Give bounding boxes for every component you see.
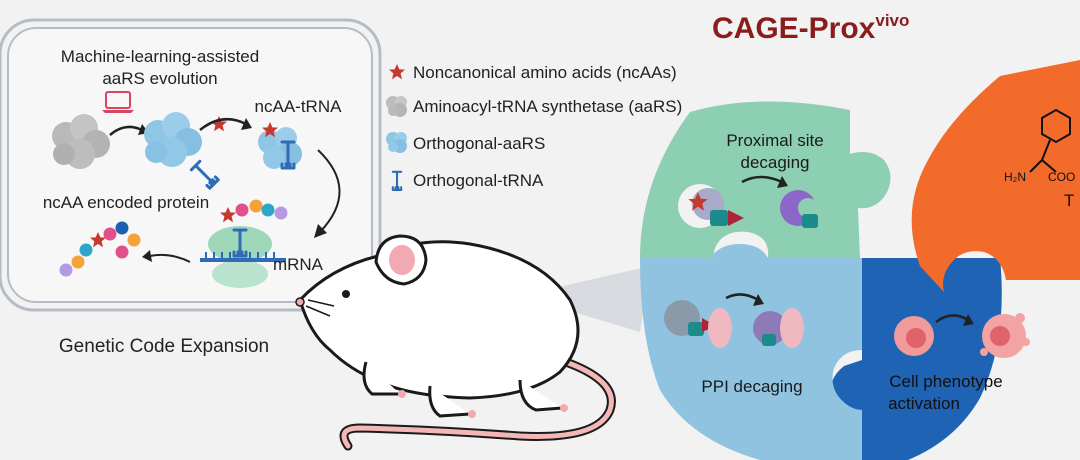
gce-heading-line2: aaRS evolution [102,69,217,88]
darkblue-piece-label-line2: activation [888,394,960,413]
nascent-chain [220,199,288,223]
caged-protein-icon [678,184,744,228]
mouse-eye [342,290,350,298]
legend-blue-cloud-icon [386,132,407,153]
orange-nh2-label: H₂N [1004,170,1026,184]
gce-panel: Machine-learning-assisted aaRS evolution [0,18,382,357]
mouse-whiskers [305,299,335,317]
title-superscript: vivo [875,11,909,30]
puzzle-piece-orange [911,60,1080,292]
legend-trna-icon [391,170,403,192]
ncaa-trna-complex [258,122,302,170]
protein-label: ncAA encoded protein [43,193,209,212]
arrow-ppi-decaging [725,293,759,302]
page-title: CAGE-Proxvivo [712,11,909,45]
arrow-release [149,253,191,263]
gce-panel-inner-border [7,27,373,303]
mrna-label: mRNA [273,255,324,274]
puzzle-piece-cell-phenotype [830,258,1002,460]
ncaa-encoded-protein-chain [59,221,141,277]
decaged-protein-icon [780,190,818,228]
orange-cooh-label: COO [1048,170,1075,184]
legend-label-orthogonal-aars: Orthogonal-aaRS [413,134,545,153]
gce-heading-line1: Machine-learning-assisted [61,47,259,66]
grey-aars-cloud [52,114,110,169]
lightblue-piece-label: PPI decaging [701,377,802,396]
mouse-illustration [295,234,616,451]
legend-grey-cloud-icon [386,96,407,117]
puzzle-piece-proximal-site [640,101,891,258]
laptop-icon [102,91,134,113]
legend-label-ncaa: Noncanonical amino acids (ncAAs) [413,63,677,82]
ribosome-mrna [200,226,286,288]
orange-t-label: T [1064,191,1074,210]
amino-acid-structure-icon [1029,108,1071,173]
legend-label-orthogonal-trna: Orthogonal-tRNA [413,171,544,190]
ncaa-trna-label: ncAA-tRNA [255,97,343,116]
legend-label-aars: Aminoacyl-tRNA synthetase (aaRS) [413,97,682,116]
mouse-nose [295,297,305,307]
green-piece-label-line1: Proximal site [726,131,823,150]
legend: Noncanonical amino acids (ncAAs) Aminoac… [386,63,682,192]
arrow-green-decaging [741,175,783,184]
gce-panel-outer-border [0,18,382,312]
green-piece-label-line2: decaging [740,153,809,172]
arrow-evolution [109,125,143,136]
darkblue-piece-label-line1: Cell phenotype [889,372,1002,391]
puzzle-piece-ppi [640,244,862,460]
zoom-wedge [520,266,650,332]
mouse-paws [398,390,568,418]
arrow-charging [199,117,247,131]
resting-cell-icon [894,316,934,356]
ppi-complex-icon [753,308,804,348]
activated-cell-icon [980,313,1030,358]
ppi-partner-icon [708,308,732,348]
legend-star-icon [389,64,405,80]
orthogonal-aars-cloud [144,112,202,167]
puzzle: Proximal site decaging [520,60,1080,460]
arrow-cell-activation [935,314,969,324]
arrow-to-mrna [317,149,341,233]
mouse-legs [362,361,563,418]
gce-caption: Genetic Code Expansion [59,336,269,357]
